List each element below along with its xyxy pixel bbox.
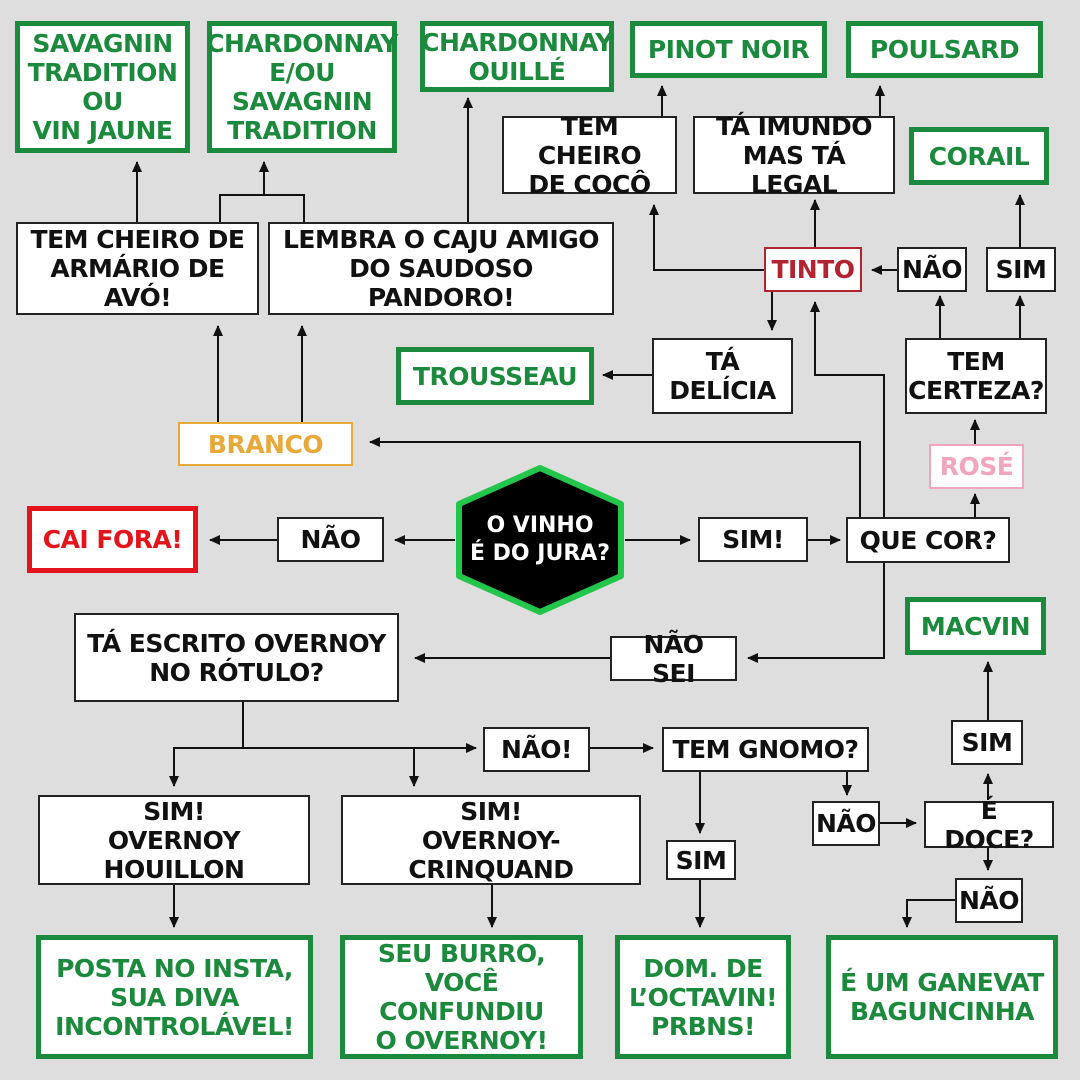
arrow-que-cor-to-branco [369,437,861,518]
answer-nao-sei[interactable]: NÃO SEI [610,630,737,688]
decision-ta-delicia[interactable]: TÁ DELÍCIA [652,338,793,414]
decision-que-cor[interactable]: QUE COR? [846,517,1010,563]
arrow-que-cor-to-tinto [810,301,885,518]
result-poulsard[interactable]: POULSARD [846,21,1043,78]
result-corail[interactable]: CORAIL [909,127,1049,185]
result-macvin[interactable]: MACVIN [905,597,1046,655]
result-pinot-noir[interactable]: PINOT NOIR [630,21,827,78]
hexagon-shape [456,465,624,615]
arrow-armario-to-chardonnay-savagnin [219,162,305,222]
decision-tem-gnomo[interactable]: TEM GNOMO? [662,727,869,772]
result-trousseau[interactable]: TROUSSEAU [396,347,594,405]
decision-cheiro-armario[interactable]: TEM CHEIRO DE ARMÁRIO DE AVÓ! [16,222,259,315]
answer-sim-jura[interactable]: SIM! [698,517,808,562]
color-tinto[interactable]: TINTO [764,247,862,292]
overnoy-nao[interactable]: NÃO! [483,727,590,772]
decision-tem-certeza[interactable]: TEM CERTEZA? [905,338,1047,414]
result-cai-fora[interactable]: CAI FORA! [27,506,198,573]
start-hexagon[interactable]: O VINHO É DO JURA? [455,465,625,615]
arrow-overnoy-to-crinquand [243,747,419,787]
doce-nao[interactable]: NÃO [955,878,1023,923]
color-branco[interactable]: BRANCO [178,422,353,466]
decision-tem-cheiro-de-coco[interactable]: TEM CHEIRO DE COCÔ [502,112,677,199]
result-seu-burro[interactable]: SEU BURRO, VOCÊ CONFUNDIU O OVERNOY! [340,935,583,1059]
arrow-tinto-to-coco [649,204,765,271]
decision-caju-amigo[interactable]: LEMBRA O CAJU AMIGO DO SAUDOSO PANDORO! [268,222,614,315]
arrow-que-cor-to-nao-sei [747,562,885,663]
certeza-nao[interactable]: NÃO [897,247,967,292]
decision-overnoy-houillon[interactable]: SIM! OVERNOY HOUILLON [38,795,310,885]
result-dom-octavin[interactable]: DOM. DE L’OCTAVIN! PRBNS! [615,935,791,1059]
decision-e-doce[interactable]: É DOCE? [924,796,1054,854]
start-question: O VINHO É DO JURA? [469,513,611,566]
certeza-sim[interactable]: SIM [986,247,1056,292]
decision-overnoy-rotulo[interactable]: TÁ ESCRITO OVERNOY NO RÓTULO? [74,613,399,702]
result-posta-no-insta[interactable]: POSTA NO INSTA, SUA DIVA INCONTROLÁVEL! [36,935,313,1059]
arrow-overnoy-to-houillon [169,702,244,787]
arrow-doce-nao-to-ganevat [902,899,955,928]
result-chardonnay-ouille[interactable]: CHARDONNAY OUILLÉ [420,21,614,92]
decision-overnoy-crinquand[interactable]: SIM! OVERNOY-CRINQUAND [341,795,641,885]
decision-ta-imundo[interactable]: TÁ IMUNDO MAS TÁ LEGAL [693,112,895,199]
result-savagnin-tradition[interactable]: SAVAGNIN TRADITION OU VIN JAUNE [15,21,190,153]
answer-nao-jura[interactable]: NÃO [277,517,384,562]
color-rose[interactable]: ROSÉ [929,444,1024,489]
doce-sim[interactable]: SIM [951,720,1023,765]
result-ganevat[interactable]: É UM GANEVAT BAGUNCINHA [826,935,1058,1059]
gnomo-nao[interactable]: NÃO [812,801,880,846]
gnomo-sim[interactable]: SIM [666,840,736,880]
result-chardonnay-savagnin[interactable]: CHARDONNAY E/OU SAVAGNIN TRADITION [206,21,398,153]
